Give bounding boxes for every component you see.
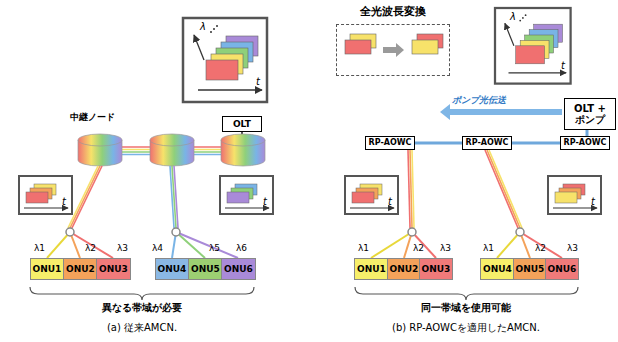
annotation: 中継ノード (70, 112, 115, 122)
onu-box: ONU2 (387, 258, 422, 280)
panel-note: 異なる帯域が必要 (102, 302, 182, 314)
onu-box: ONU1 (354, 258, 389, 280)
box-label: ONU5 (191, 264, 220, 274)
wavelength-label: λ6 (236, 243, 247, 253)
panel-note: 同一帯域を使用可能 (421, 302, 511, 314)
axis-label: t (591, 196, 595, 208)
wavelength-label: λ4 (152, 243, 163, 253)
wavelength-label: λ2 (413, 243, 424, 253)
axis-label: t (263, 196, 267, 208)
box-label: ONU2 (390, 264, 419, 274)
caption: (a) 従来AMCN. (107, 322, 177, 334)
axis-label: t (388, 196, 392, 208)
box-label: ONU3 (99, 264, 128, 274)
box-label: OLT (233, 119, 251, 129)
terminal-box: OLT + ポンプ (564, 98, 616, 130)
fiber-link (512, 142, 560, 145)
axis-label: t (256, 76, 260, 88)
box-label: ONU5 (516, 264, 545, 274)
axis-label: t (62, 196, 66, 208)
wavelength-label: λ3 (440, 243, 451, 253)
onu-box: ONU3 (96, 258, 131, 280)
box-label: ONU2 (66, 264, 95, 274)
fiber-link (415, 142, 462, 145)
box-label: ONU1 (33, 264, 62, 274)
box-label: ONU6 (224, 264, 253, 274)
onu-box: ONU5 (513, 258, 548, 280)
onu-box: ONU3 (419, 258, 454, 280)
converter-box: RP-AOWC (365, 136, 415, 150)
wavelength-label: λ2 (85, 243, 96, 253)
onu-box: ONU2 (63, 258, 98, 280)
onu-box: ONU6 (545, 258, 580, 280)
onu-box: ONU4 (480, 258, 515, 280)
onu-box: ONU4 (155, 258, 190, 280)
box-label: RP-AOWC (369, 138, 412, 147)
box-label: ONU4 (158, 264, 187, 274)
axis-label: λ (200, 21, 206, 33)
wavelength-label: λ5 (209, 243, 220, 253)
box-label: RP-AOWC (564, 138, 607, 147)
box-label: ONU6 (548, 264, 577, 274)
onu-box: ONU5 (188, 258, 223, 280)
box-label: ONU1 (357, 264, 386, 274)
wavelength-label: λ1 (483, 243, 494, 253)
wavelength-label: λ2 (535, 243, 546, 253)
converter-box: RP-AOWC (462, 136, 512, 150)
inset-heading: 全光波長変換 (337, 6, 449, 19)
onu-box: ONU1 (30, 258, 65, 280)
axis-label: t (561, 60, 565, 72)
axis-label: λ (510, 11, 516, 23)
converter-box: RP-AOWC (560, 136, 610, 150)
wavelength-label: λ1 (358, 243, 369, 253)
wavelength-label: λ3 (117, 243, 128, 253)
terminal-box: OLT (222, 116, 262, 132)
inset-frame: 全光波長変換 (336, 24, 450, 76)
box-label: OLT + ポンプ (565, 103, 615, 126)
box-label: ONU4 (483, 264, 512, 274)
box-label: ONU3 (422, 264, 451, 274)
wavelength-label: λ1 (34, 243, 45, 253)
box-label: RP-AOWC (466, 138, 509, 147)
annotation: ポンプ光伝送 (452, 95, 506, 105)
caption: (b) RP-AOWCを適用したAMCN. (392, 322, 540, 334)
onu-box: ONU6 (221, 258, 256, 280)
wavelength-label: λ3 (567, 243, 578, 253)
